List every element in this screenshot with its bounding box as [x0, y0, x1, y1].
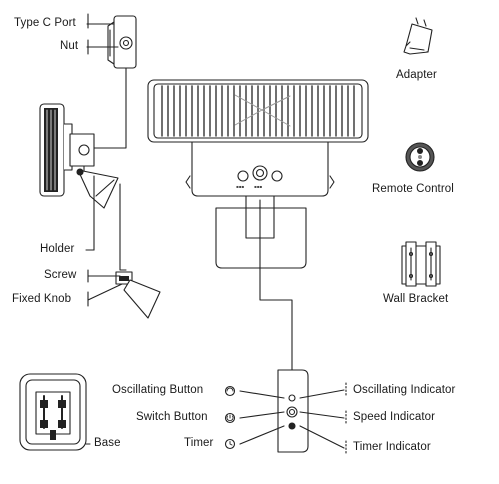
- label-timer-indicator: Timer Indicator: [353, 441, 431, 453]
- type-c-nut-part: [107, 15, 137, 69]
- label-fixed-knob: Fixed Knob: [12, 293, 72, 305]
- leader-switch-button: [239, 411, 285, 419]
- label-speed-indicator: Speed Indicator: [353, 411, 436, 423]
- base-illustration: [19, 373, 87, 451]
- connector-holder-to-screw: [119, 183, 127, 271]
- svg-text:▪▪▪: ▪▪▪: [254, 184, 262, 189]
- power-icon: [224, 412, 236, 424]
- label-switch-button: Switch Button: [136, 411, 208, 423]
- label-timer: Timer: [184, 437, 214, 449]
- leader-timer: [239, 425, 285, 445]
- label-type-c-port: Type C Port: [14, 17, 76, 29]
- svg-text:▪▪▪: ▪▪▪: [236, 184, 244, 189]
- screw-knob-part: [115, 271, 161, 319]
- label-nut: Nut: [60, 40, 79, 52]
- label-oscillating-button: Oscillating Button: [112, 384, 204, 396]
- oscillating-icon: [224, 385, 236, 397]
- label-adapter: Adapter: [396, 69, 437, 81]
- leader-fixed-knob: [87, 283, 123, 301]
- main-fan-illustration: ▪▪▪ ▪▪▪: [147, 79, 369, 269]
- label-holder: Holder: [40, 243, 75, 255]
- leader-speed-indicator: [299, 411, 345, 419]
- leader-oscillating-button: [239, 390, 285, 399]
- label-screw: Screw: [44, 269, 77, 281]
- remote-control-illustration: [405, 142, 435, 172]
- adapter-illustration: [403, 17, 433, 55]
- wall-bracket-illustration: [401, 241, 441, 287]
- holder-assembly: [39, 103, 119, 209]
- connector-nut-to-holder: [93, 67, 127, 149]
- timer-icon: [224, 438, 236, 450]
- label-remote-control: Remote Control: [372, 183, 454, 195]
- leader-oscillating-indicator: [299, 389, 345, 399]
- label-base: Base: [94, 437, 121, 449]
- label-wall-bracket: Wall Bracket: [383, 293, 449, 305]
- connector-fan-to-panel: [259, 199, 293, 371]
- label-oscillating-indicator: Oscillating Indicator: [353, 384, 456, 396]
- leader-timer-indicator: [299, 425, 345, 449]
- button-panel-illustration: [277, 369, 309, 453]
